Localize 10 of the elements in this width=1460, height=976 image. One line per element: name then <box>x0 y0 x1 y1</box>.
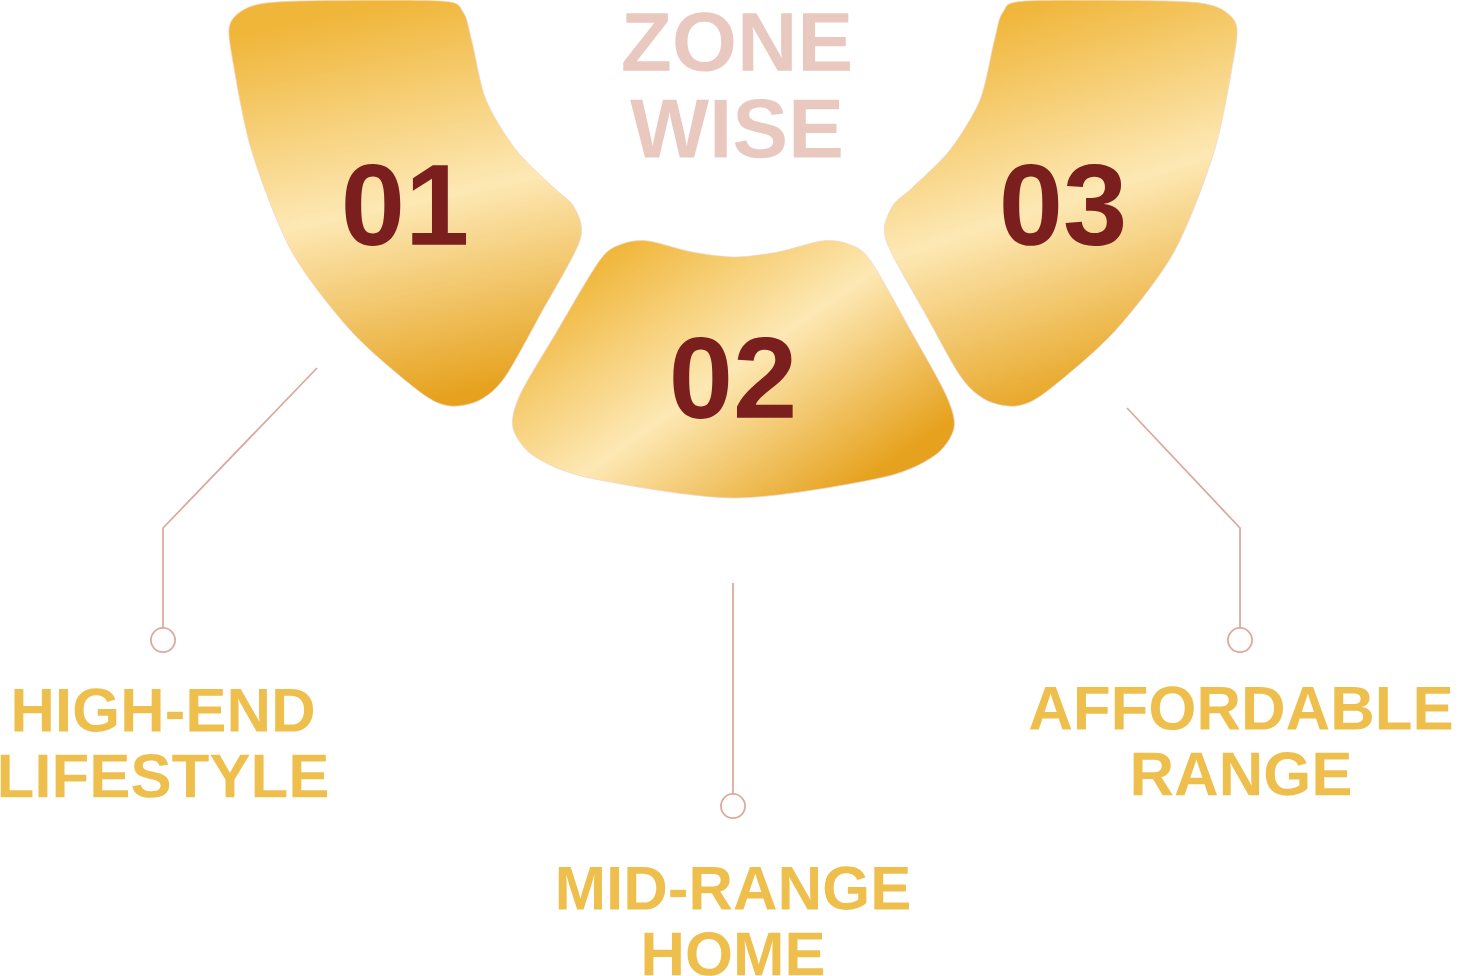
title: ZONE WISE <box>623 12 850 159</box>
leader-line <box>150 367 318 653</box>
segment: 01 <box>228 0 582 407</box>
leader-line <box>1126 407 1253 653</box>
category-label: MID-RANGE HOME <box>558 866 909 976</box>
category-label: AFFORDABLE RANGE <box>1029 686 1452 796</box>
category-label: HIGH-END LIFESTYLE <box>0 688 328 798</box>
leader-line <box>720 582 746 819</box>
segment: 03 <box>884 0 1238 407</box>
segment: 02 <box>512 240 955 499</box>
